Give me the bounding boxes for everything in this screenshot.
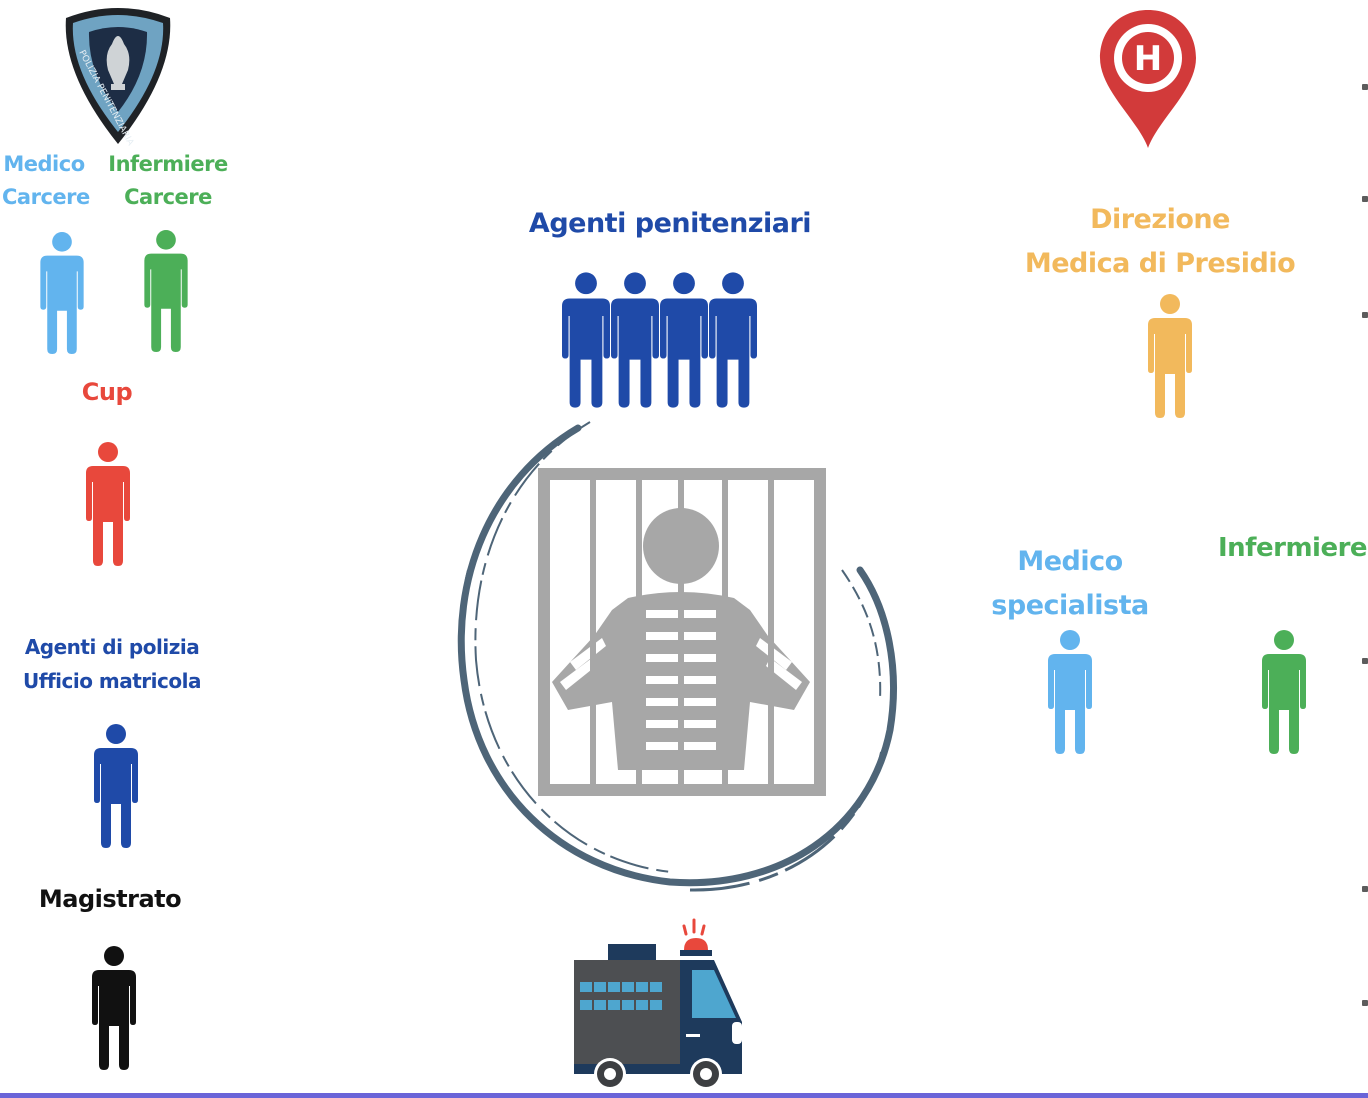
infermiere-carcere-line-2: Carcere (124, 185, 212, 209)
medico-carcere-person-icon (40, 232, 84, 354)
bottom-border (0, 1093, 1368, 1098)
infermiere-carcere-label: Infermiere Carcere (104, 148, 232, 214)
direzione-medica-label: Direzione Medica di Presidio (1000, 198, 1320, 286)
prison-cell-icon (457, 421, 897, 892)
edge-bullet (1362, 658, 1368, 664)
cup-label: Cup (81, 378, 133, 406)
infermiere-carcere-line-1: Infermiere (108, 152, 228, 176)
agenti-polizia-line-1: Agenti di polizia (24, 635, 200, 659)
magistrato-person-icon (92, 946, 136, 1070)
medico-carcere-label: Medico Carcere (2, 148, 90, 214)
edge-bullet (1362, 84, 1368, 90)
agenti-penitenziari-label: Agenti penitenziari (528, 208, 812, 239)
medico-specialista-person-icon (1048, 630, 1092, 754)
police-van-icon (574, 918, 742, 1090)
hospital-map-pin-icon: H (1100, 10, 1196, 148)
cup-person-icon (86, 442, 130, 566)
medico-carcere-line-2: Carcere (2, 185, 90, 209)
medico-specialista-line-2: specialista (991, 590, 1149, 621)
edge-bullet (1362, 196, 1368, 202)
agenti-polizia-line-2: Ufficio matricola (23, 669, 201, 693)
direzione-line-1: Direzione (1090, 204, 1230, 235)
polizia-penitenziaria-badge-icon: POLIZIA PENITENZIARIA (65, 8, 171, 146)
agenti-polizia-person-icon (94, 724, 138, 848)
medico-specialista-line-1: Medico (1017, 546, 1123, 577)
infermiere-label: Infermiere (1218, 533, 1368, 563)
hospital-letter: H (1134, 39, 1162, 79)
edge-bullet (1362, 886, 1368, 892)
direzione-person-icon (1148, 294, 1192, 418)
medico-specialista-label: Medico specialista (980, 540, 1160, 628)
agenti-penitenziari-group-icon (562, 272, 757, 408)
edge-bullet (1362, 1000, 1368, 1006)
infermiere-carcere-person-icon (144, 230, 188, 352)
medico-carcere-line-1: Medico (3, 152, 85, 176)
edge-bullet (1362, 312, 1368, 318)
agenti-polizia-label: Agenti di polizia Ufficio matricola (8, 630, 216, 698)
magistrato-label: Magistrato (38, 885, 182, 913)
infermiere-person-icon (1262, 630, 1306, 754)
direzione-line-2: Medica di Presidio (1024, 248, 1296, 279)
